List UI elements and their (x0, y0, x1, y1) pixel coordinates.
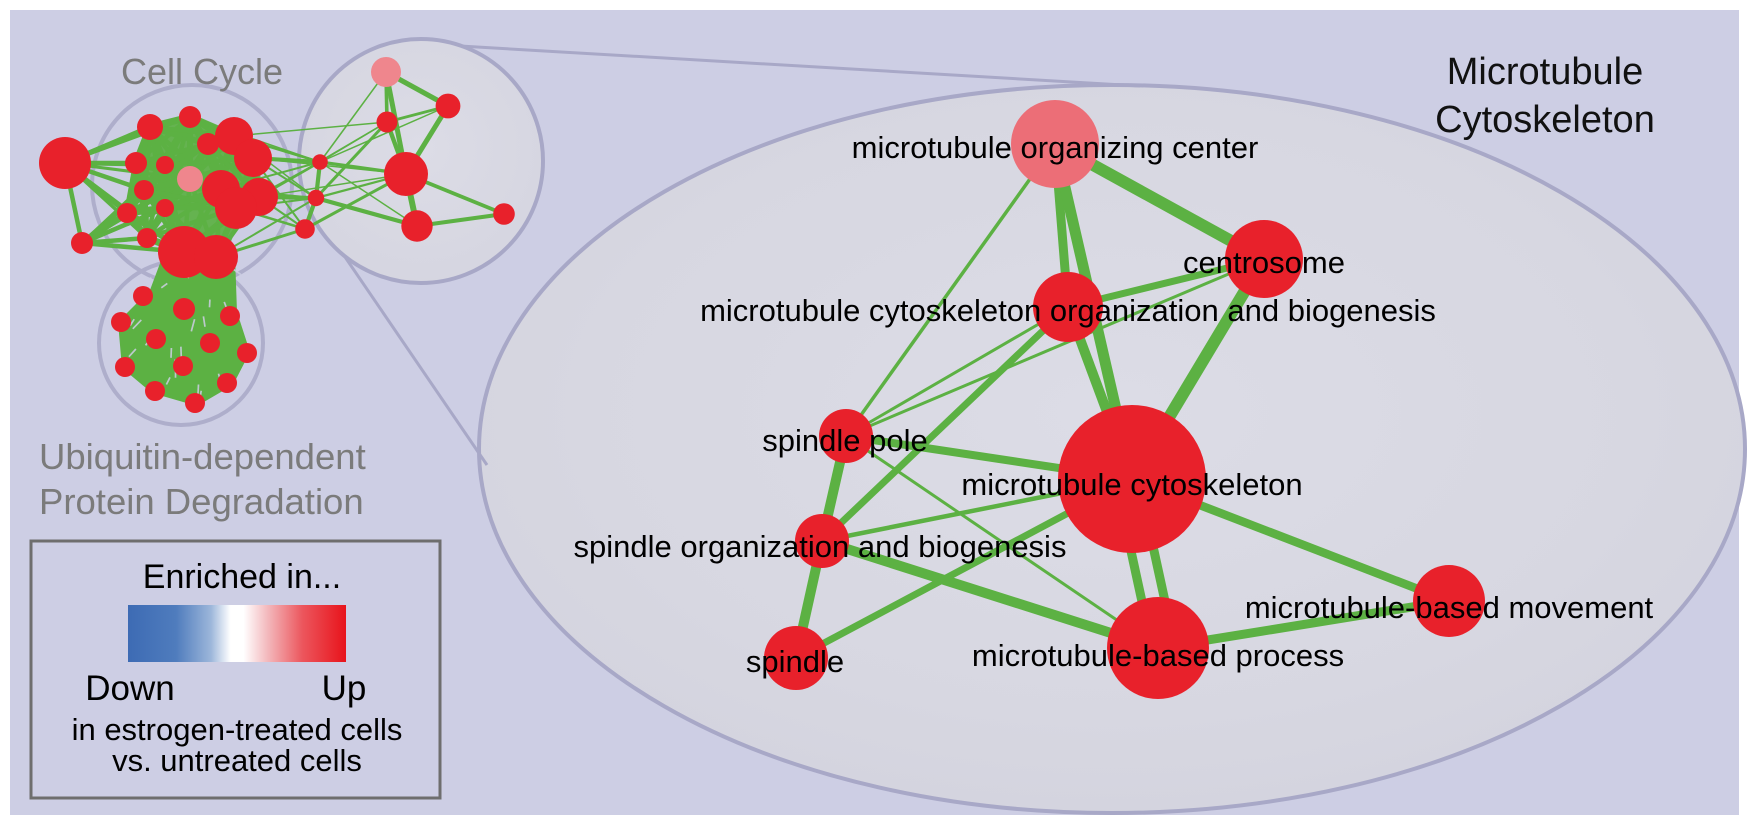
svg-text:Microtubule: Microtubule (1447, 51, 1643, 93)
svg-text:spindle pole: spindle pole (762, 423, 927, 458)
svg-text:Cytoskeleton: Cytoskeleton (1435, 99, 1655, 141)
svg-text:Enriched in...: Enriched in... (143, 558, 341, 596)
svg-text:microtubule cytoskeleton: microtubule cytoskeleton (961, 467, 1302, 502)
svg-text:spindle: spindle (746, 644, 844, 679)
svg-text:spindle organization and bioge: spindle organization and biogenesis (574, 529, 1067, 564)
svg-text:microtubule organizing center: microtubule organizing center (852, 130, 1259, 165)
svg-text:microtubule-based movement: microtubule-based movement (1245, 590, 1654, 625)
svg-text:Cell Cycle: Cell Cycle (121, 51, 283, 92)
svg-text:microtubule-based process: microtubule-based process (972, 638, 1344, 673)
svg-text:Protein Degradation: Protein Degradation (39, 481, 364, 522)
svg-text:Up: Up (322, 669, 367, 708)
svg-text:in estrogen-treated cells: in estrogen-treated cells (72, 712, 403, 747)
svg-text:centrosome: centrosome (1183, 245, 1345, 280)
svg-text:Ubiquitin-dependent: Ubiquitin-dependent (39, 436, 366, 477)
svg-text:microtubule cytoskeleton organ: microtubule cytoskeleton organization an… (700, 293, 1436, 328)
svg-text:vs. untreated cells: vs. untreated cells (112, 743, 362, 778)
svg-text:Down: Down (85, 669, 174, 708)
